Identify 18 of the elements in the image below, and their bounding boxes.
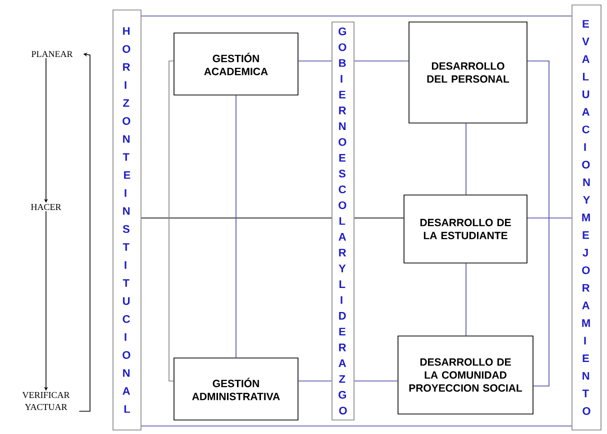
connector-line [354,60,409,62]
process-box: DESARROLLO DEL PERSONAL [408,22,528,124]
connector-line [168,60,174,382]
connector-line [298,60,332,62]
connector-line [354,380,398,382]
connector-line [298,380,332,382]
vertical-band: HORIZONTE INSTITUCIONAL [112,10,142,430]
step-label: VERIFICAR YACTUAR [22,392,70,410]
process-box: GESTIÓN ADMINISTRATIVA [174,358,298,420]
process-box: GESTIÓN ACADEMICA [174,32,298,96]
step-label: PLANEAR [32,51,73,57]
connector-line [527,60,550,386]
process-box: DESARROLLO DE LA COMUNIDAD PROYECCION SOCIAL [398,336,534,414]
vertical-band: GOBIERNOESCOLARYLIDERAZGO [332,22,354,420]
step-label: HACER [31,204,62,210]
arrow [78,52,90,412]
vertical-band: EVALUACION Y MEJORAMIENTO [572,4,602,430]
process-box: DESARROLLO DE LA ESTUDIANTE [404,194,528,264]
